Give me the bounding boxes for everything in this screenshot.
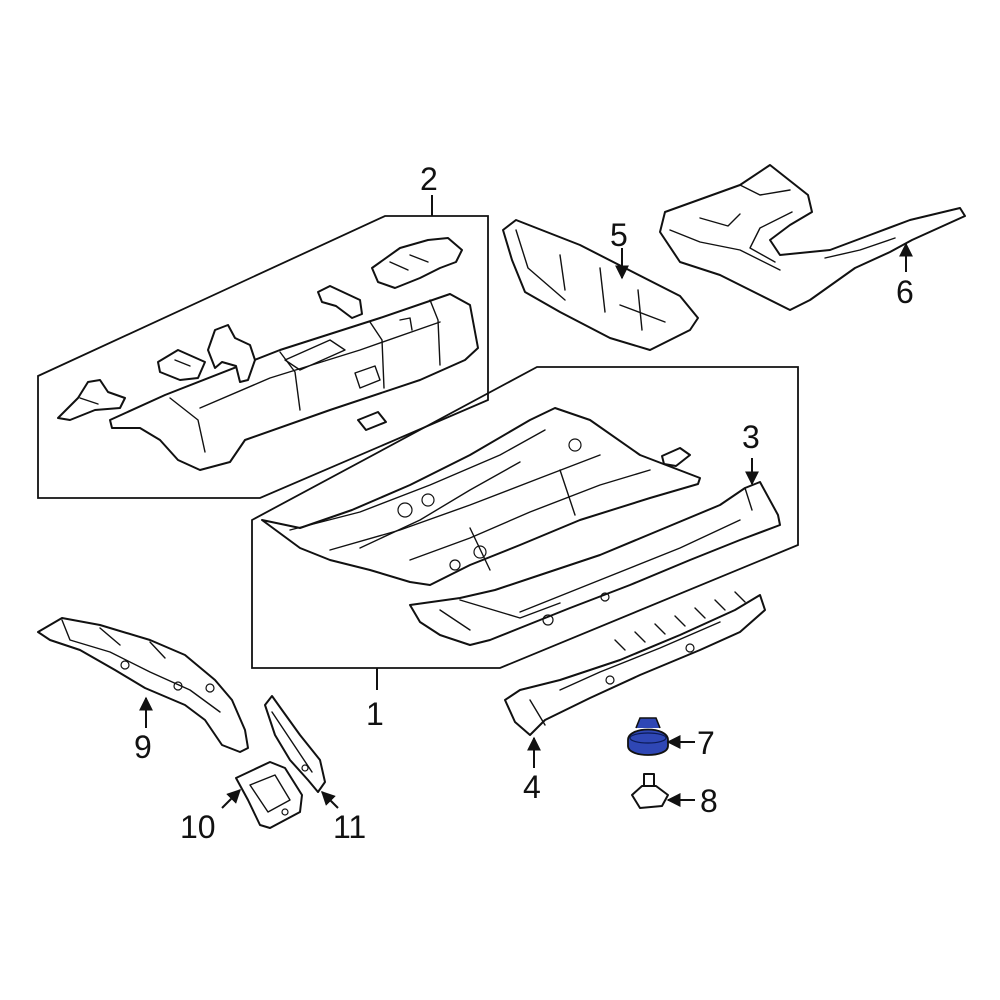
callout-label-1: 1 (366, 696, 384, 732)
callout-label-8: 8 (700, 783, 718, 819)
callout-10: 10 (180, 789, 241, 845)
callout-2: 2 (420, 161, 438, 197)
callout-label-11: 11 (333, 809, 366, 845)
callout-label-10: 10 (180, 809, 216, 845)
callout-11: 11 (321, 791, 366, 845)
group-box-2 (37, 195, 489, 499)
callout-4: 4 (523, 736, 541, 805)
callout-label-2: 2 (420, 161, 438, 197)
part-1-floor-pan-assembly[interactable] (261, 407, 781, 646)
part-10-mount-bracket[interactable] (235, 761, 303, 829)
callout-6: 6 (896, 242, 914, 310)
callout-3: 3 (742, 419, 760, 486)
callout-5: 5 (610, 217, 629, 280)
part-5-panel[interactable] (502, 219, 699, 351)
callout-8: 8 (666, 783, 718, 819)
callout-9: 9 (134, 696, 153, 765)
part-8-stud[interactable] (631, 773, 669, 809)
callout-label-5: 5 (610, 217, 628, 253)
callout-label-7: 7 (697, 725, 715, 761)
part-11-brace[interactable] (264, 695, 326, 793)
part-2-floor-reinforcement-assembly[interactable] (57, 237, 479, 471)
callout-label-6: 6 (896, 274, 914, 310)
callout-label-4: 4 (523, 769, 541, 805)
callout-7: 7 (666, 725, 715, 761)
part-9-frame-rail[interactable] (37, 617, 249, 753)
part-6-rear-floor-pan[interactable] (659, 164, 966, 311)
callout-label-9: 9 (134, 729, 152, 765)
part-7-floor-plug-highlighted[interactable] (627, 717, 669, 756)
callout-label-3: 3 (742, 419, 760, 455)
part-4-side-sill[interactable] (504, 591, 766, 736)
group-box-1 (251, 366, 799, 690)
callout-1: 1 (366, 696, 384, 732)
